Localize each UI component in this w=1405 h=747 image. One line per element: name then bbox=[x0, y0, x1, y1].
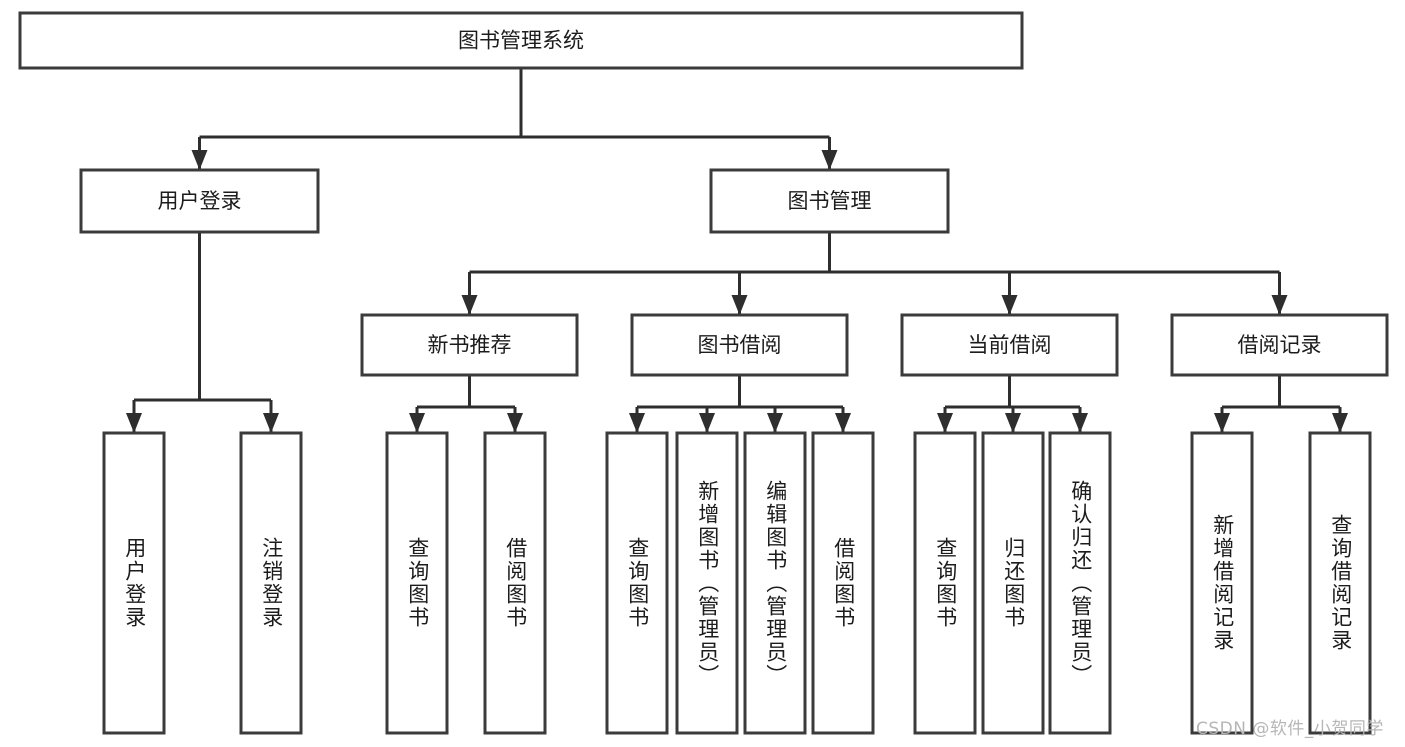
node-box-leaf-edit-book[interactable] bbox=[743, 431, 807, 735]
arrow-head-icon bbox=[937, 413, 953, 433]
arrow-head-icon bbox=[1332, 413, 1348, 433]
node-box-leaf-query-book-3[interactable] bbox=[913, 431, 977, 735]
arrow-head-icon bbox=[191, 150, 208, 170]
node-box-leaf-query-book-2[interactable] bbox=[605, 431, 669, 735]
arrow-head-icon bbox=[629, 413, 645, 433]
connector-layer bbox=[126, 68, 1348, 433]
arrow-head-icon bbox=[699, 413, 715, 433]
node-box-leaf-add-record[interactable] bbox=[1190, 431, 1254, 735]
node-box-leaf-add-book[interactable] bbox=[675, 431, 739, 735]
node-label-user-login: 用户登录 bbox=[158, 189, 242, 213]
arrow-head-icon bbox=[507, 413, 523, 433]
node-box-book-manage[interactable] bbox=[709, 168, 950, 234]
arrow-head-icon bbox=[126, 413, 142, 433]
arrow-head-icon bbox=[1271, 295, 1288, 315]
arrow-head-icon bbox=[461, 295, 478, 315]
node-box-leaf-borrow-book-1[interactable] bbox=[483, 431, 547, 735]
arrow-head-icon bbox=[821, 150, 838, 170]
node-box-leaf-query-book-1[interactable] bbox=[385, 431, 449, 735]
node-label-new-book-rec: 新书推荐 bbox=[428, 333, 512, 357]
arrow-head-icon bbox=[1001, 295, 1018, 315]
arrow-head-icon bbox=[263, 413, 279, 433]
arrow-head-icon bbox=[1072, 413, 1088, 433]
node-box-new-book-rec[interactable] bbox=[360, 313, 579, 377]
node-box-current-borrow[interactable] bbox=[900, 313, 1119, 377]
node-box-leaf-confirm-return[interactable] bbox=[1048, 431, 1112, 735]
node-label-root: 图书管理系统 bbox=[458, 29, 584, 53]
node-box-leaf-return-book[interactable] bbox=[981, 431, 1045, 735]
node-box-leaf-user-login[interactable] bbox=[102, 431, 166, 735]
node-box-layer bbox=[18, 11, 1389, 735]
arrow-head-icon bbox=[1214, 413, 1230, 433]
arrow-head-icon bbox=[409, 413, 425, 433]
node-box-leaf-user-logout[interactable] bbox=[239, 431, 303, 735]
node-box-leaf-query-record[interactable] bbox=[1308, 431, 1372, 735]
node-label-borrow-record: 借阅记录 bbox=[1238, 333, 1322, 357]
node-box-borrow-record[interactable] bbox=[1170, 313, 1389, 377]
node-label-current-borrow: 当前借阅 bbox=[968, 333, 1052, 357]
node-box-leaf-borrow-book-2[interactable] bbox=[811, 431, 875, 735]
node-label-book-borrow: 图书借阅 bbox=[698, 333, 782, 357]
node-box-user-login[interactable] bbox=[79, 168, 320, 234]
arrow-head-icon bbox=[731, 295, 748, 315]
node-box-book-borrow[interactable] bbox=[630, 313, 849, 377]
node-label-book-manage: 图书管理 bbox=[788, 189, 872, 213]
arrow-head-icon bbox=[1005, 413, 1021, 433]
node-box-root[interactable] bbox=[18, 11, 1024, 70]
arrow-head-icon bbox=[835, 413, 851, 433]
watermark-text: CSDN @软件_小贺同学 bbox=[1196, 719, 1384, 739]
arrow-head-icon bbox=[767, 413, 783, 433]
